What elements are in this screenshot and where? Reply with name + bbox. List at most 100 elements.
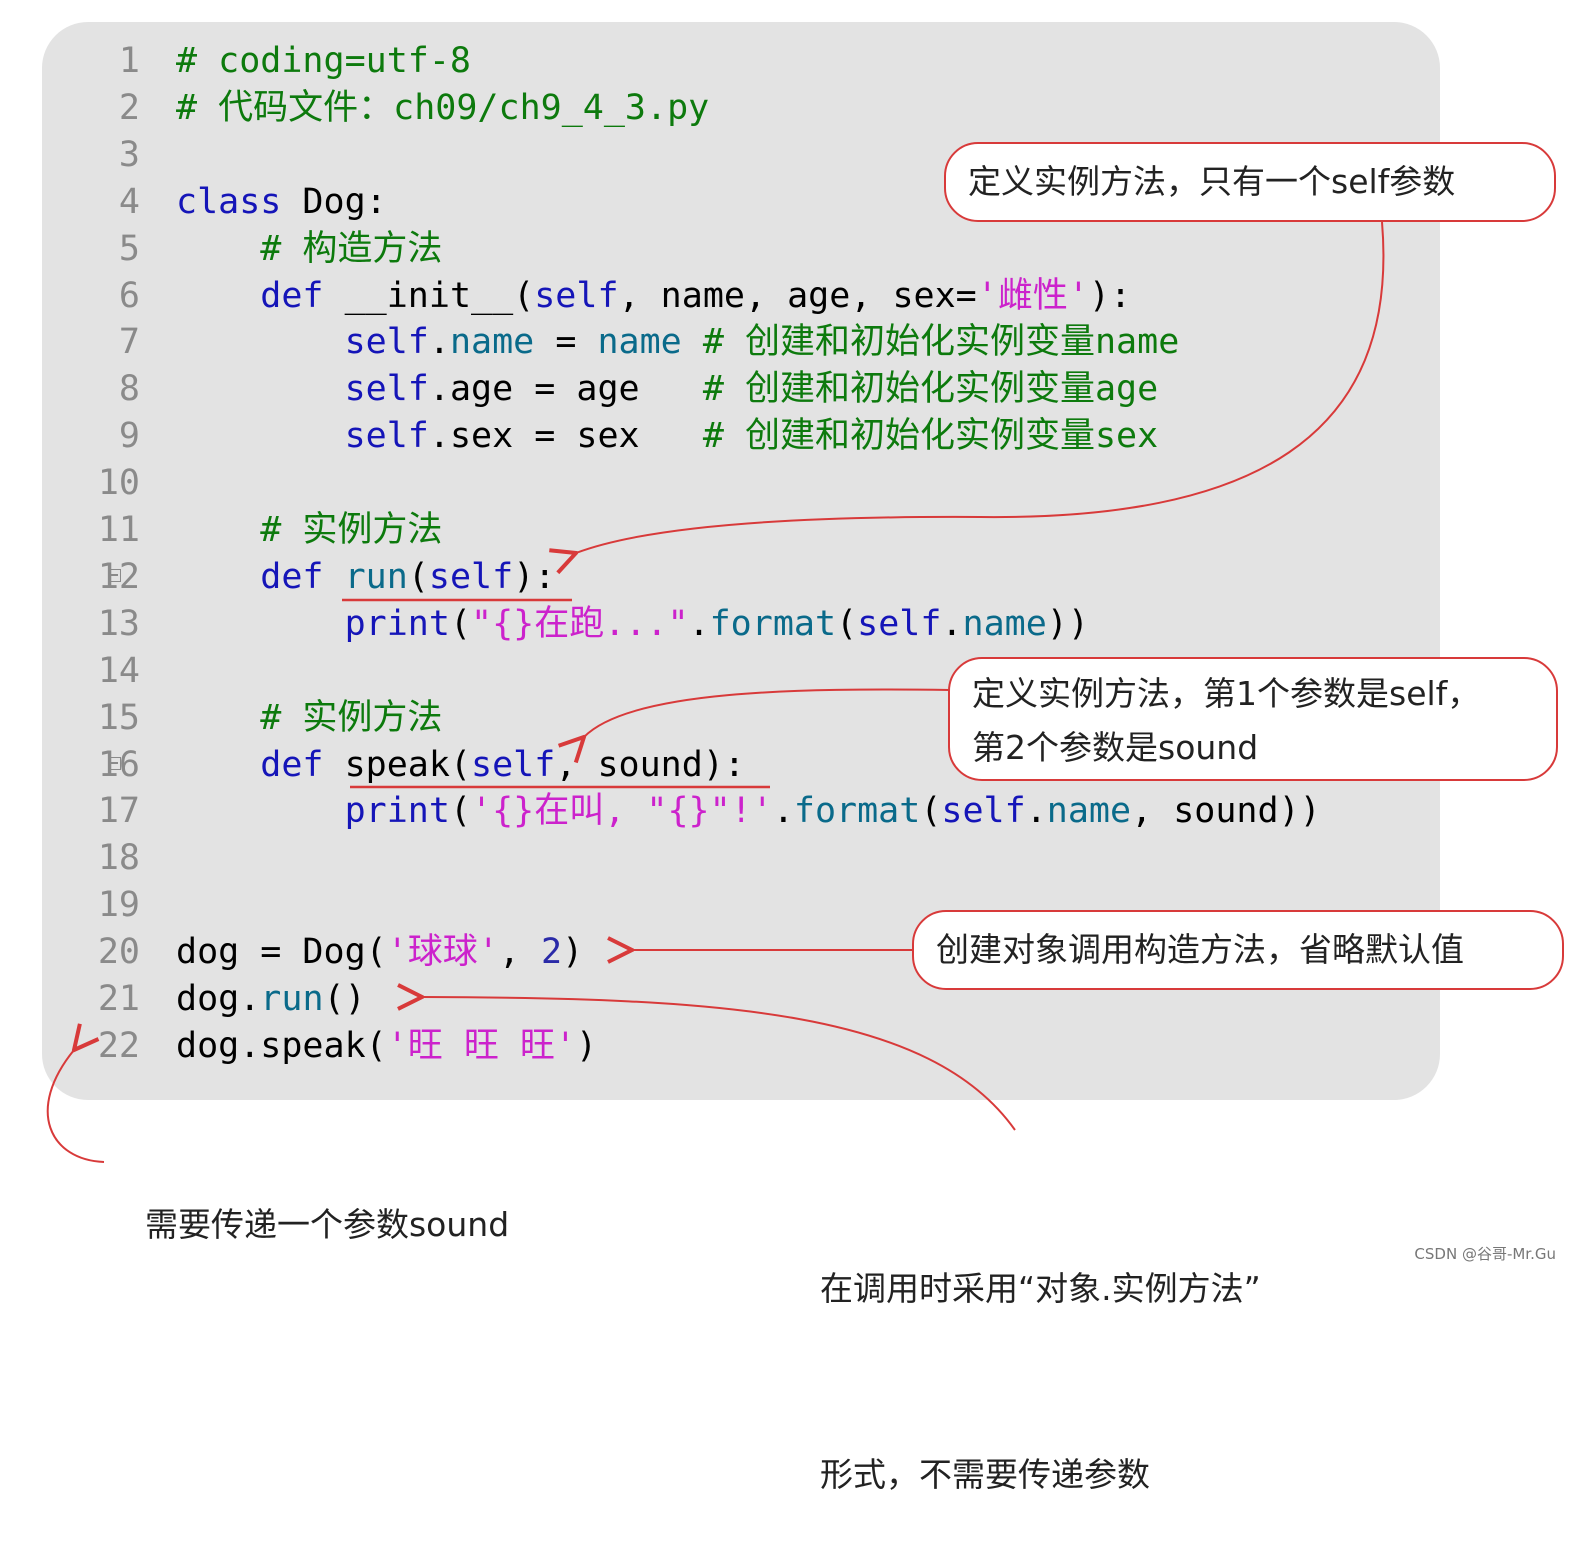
code-line: 19 xyxy=(0,882,1400,929)
code-line: 7 self.name = name # 创建和初始化实例变量name xyxy=(0,319,1400,366)
code-token: .sex = sex xyxy=(428,416,703,457)
code-token: self xyxy=(176,369,429,410)
code-text: dog = Dog('球球', 2) xyxy=(176,929,583,976)
code-token: # 创建和初始化实例变量name xyxy=(681,322,1180,363)
code-token: , sound): xyxy=(555,744,745,785)
code-line: 3 xyxy=(0,132,1400,179)
code-token: . xyxy=(941,603,963,644)
line-number: 1 xyxy=(118,41,140,81)
code-token: def xyxy=(176,275,324,316)
code-token: ( xyxy=(449,791,472,832)
code-token: self xyxy=(857,603,942,644)
code-token: name xyxy=(449,322,535,363)
line-number: 14 xyxy=(97,650,140,691)
code-line: 15 # 实例方法 xyxy=(0,695,1400,742)
note-call-form-line2: 形式，不需要传递参数 xyxy=(820,1455,1150,1494)
code-line: 9 self.sex = sex # 创建和初始化实例变量sex xyxy=(0,413,1400,460)
code-line: 16 def speak(self, sound): xyxy=(0,742,1400,789)
code-token: '旺 旺 旺' xyxy=(386,1025,577,1066)
code-token: ( xyxy=(449,603,472,644)
line-number: 5 xyxy=(118,228,140,269)
code-token: self xyxy=(176,416,429,457)
code-text: print('{}在叫, "{}"!'.format(self.name, so… xyxy=(176,788,1321,835)
code-line: 13 print("{}在跑...".format(self.name)) xyxy=(0,601,1400,648)
code-text: def __init__(self, name, age, sex='雌性'): xyxy=(176,273,1131,320)
arrow-to-run-method xyxy=(576,221,1385,553)
code-text: def speak(self, sound): xyxy=(176,742,745,789)
code-token: name xyxy=(962,603,1047,644)
line-number: 16 xyxy=(97,744,140,785)
fold-toggle-icon[interactable] xyxy=(108,756,121,770)
code-token: # 创建和初始化实例变量sex xyxy=(702,416,1159,457)
callout-run-method-text: 定义实例方法，只有一个self参数 xyxy=(968,162,1456,201)
code-line: 1 # coding=utf-8 xyxy=(0,38,1400,85)
code-token: # 实例方法 xyxy=(176,510,443,550)
code-line: 11 # 实例方法 xyxy=(0,507,1400,554)
note-need-sound-text: 需要传递一个参数sound xyxy=(144,1205,510,1244)
code-token: . xyxy=(1025,791,1047,832)
note-call-form: 在调用时采用“对象.实例方法” 形式，不需要传递参数 xyxy=(820,1134,1261,1568)
code-token: # coding=utf-8 xyxy=(176,41,472,81)
code-token: name xyxy=(1046,791,1132,832)
arrow-to-dog-run xyxy=(422,997,1016,1131)
code-token: , xyxy=(498,932,542,973)
code-token: . xyxy=(688,603,710,644)
code-token: class xyxy=(176,181,282,222)
code-token: format xyxy=(793,791,921,832)
code-token: = xyxy=(534,322,598,363)
code-token: dog. xyxy=(176,979,261,1019)
code-token: () xyxy=(323,979,366,1019)
code-token: '{}在叫, "{}"!' xyxy=(471,791,773,832)
line-number: 9 xyxy=(118,416,140,457)
fold-toggle-icon[interactable] xyxy=(108,568,121,582)
code-token: . xyxy=(428,322,450,363)
line-number: 10 xyxy=(97,463,140,504)
code-line: 10 xyxy=(0,460,1400,507)
code-text: # coding=utf-8 xyxy=(176,38,471,85)
code-text: self.name = name # 创建和初始化实例变量name xyxy=(176,319,1180,366)
code-token: __init__( xyxy=(323,275,535,316)
code-token: '球球' xyxy=(386,932,499,973)
code-token: )) xyxy=(1046,603,1089,644)
code-token: self xyxy=(176,322,429,363)
callout-speak-method-line1: 定义实例方法，第1个参数是self， xyxy=(972,674,1481,713)
code-line: 21 dog.run() xyxy=(0,976,1400,1023)
code-text: # 代码文件：ch09/ch9_4_3.py xyxy=(176,85,709,132)
code-text: self.sex = sex # 创建和初始化实例变量sex xyxy=(176,413,1159,460)
note-need-sound: 需要传递一个参数sound xyxy=(124,1132,509,1256)
code-token: "{}在跑..." xyxy=(471,603,689,644)
code-token: # 代码文件：ch09/ch9_4_3.py xyxy=(176,87,710,128)
code-line: 17 print('{}在叫, "{}"!'.format(self.name,… xyxy=(0,788,1400,835)
line-number: 13 xyxy=(97,603,140,644)
line-number: 21 xyxy=(97,979,140,1019)
code-text: def run(self): xyxy=(176,554,555,601)
code-token: , name, age, sex= xyxy=(618,275,977,316)
code-token: speak( xyxy=(323,744,472,785)
line-number: 17 xyxy=(97,791,140,832)
line-number: 12 xyxy=(97,556,140,597)
code-token: 2 xyxy=(541,932,563,973)
code-token: Dog: xyxy=(281,181,387,222)
code-token: , sound)) xyxy=(1131,791,1321,832)
arrow-to-dog-speak xyxy=(46,1050,105,1163)
code-text: # 构造方法 xyxy=(176,226,442,273)
callout-create-object-text: 创建对象调用构造方法，省略默认值 xyxy=(936,930,1464,969)
code-token: run xyxy=(260,979,324,1019)
code-line: 14 xyxy=(0,648,1400,695)
code-token: ) xyxy=(562,932,584,973)
code-line: 6 def __init__(self, name, age, sex='雌性'… xyxy=(0,273,1400,320)
code-text: dog.speak('旺 旺 旺') xyxy=(176,1023,597,1070)
line-number: 6 xyxy=(118,275,140,316)
code-line: 8 self.age = age # 创建和初始化实例变量age xyxy=(0,366,1400,413)
code-line: 5 # 构造方法 xyxy=(0,226,1400,273)
line-number: 15 xyxy=(97,697,140,738)
code-text: print("{}在跑...".format(self.name)) xyxy=(176,601,1089,648)
code-text: # 实例方法 xyxy=(176,695,442,742)
code-token: .age = age xyxy=(428,369,703,410)
line-number: 18 xyxy=(97,838,140,879)
line-number: 2 xyxy=(118,87,140,128)
code-token: format xyxy=(709,603,837,644)
code-token: # 实例方法 xyxy=(176,697,443,738)
code-token: . xyxy=(772,791,794,832)
